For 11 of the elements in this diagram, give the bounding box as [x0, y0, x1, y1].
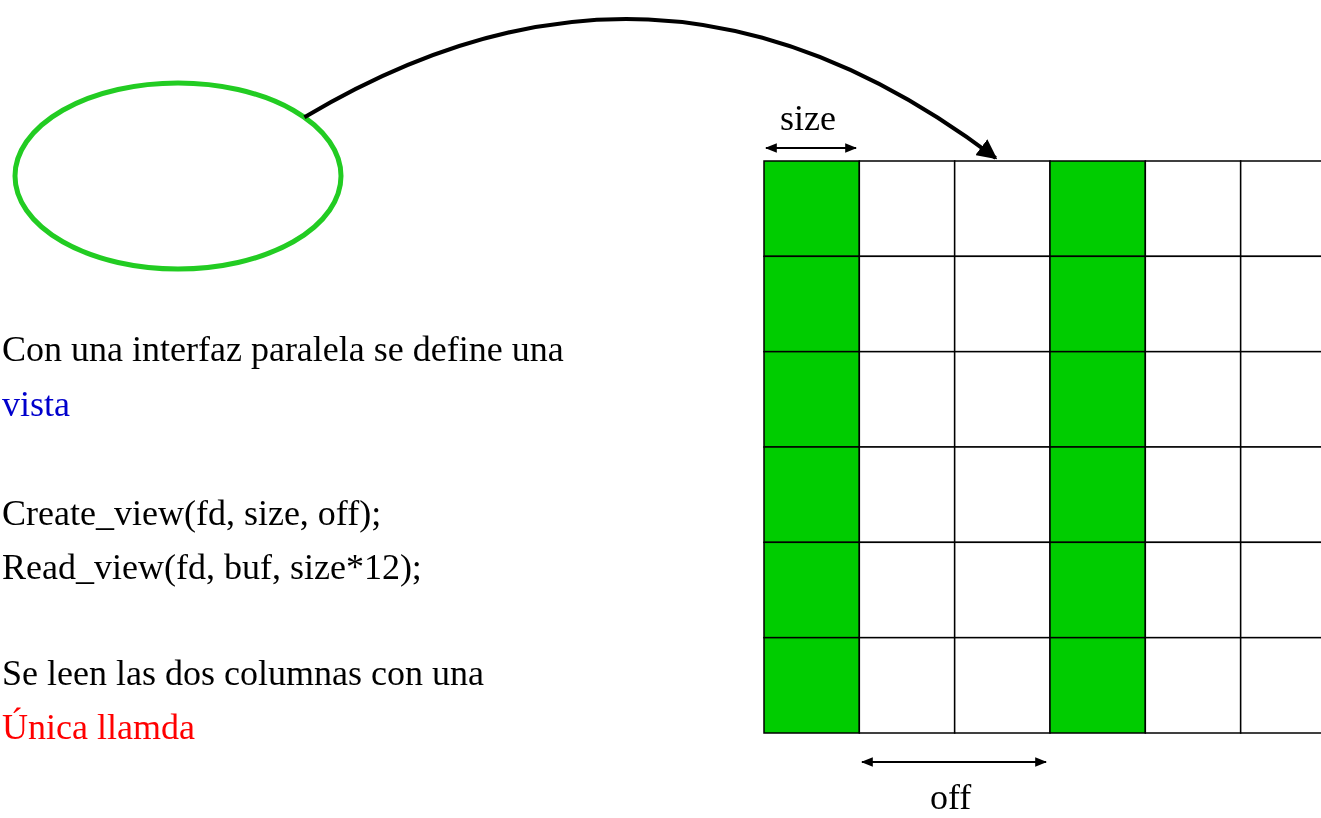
ellipse-outline: [12, 80, 344, 272]
highlighted-term: vista: [2, 383, 70, 425]
dimension-label: size: [780, 97, 836, 139]
grid-drawing: [764, 161, 1321, 733]
body-text: Con una interfaz paralela se define una: [2, 328, 564, 370]
dimension-label: off: [930, 776, 972, 818]
curved-arrow: [303, 17, 998, 160]
body-text: Se leen las dos columnas con una: [2, 652, 484, 694]
code-line: Read_view(fd, buf, size*12);: [2, 546, 422, 588]
highlighted-term: Única llamda: [2, 706, 195, 748]
code-line: Create_view(fd, size, off);: [2, 492, 382, 534]
